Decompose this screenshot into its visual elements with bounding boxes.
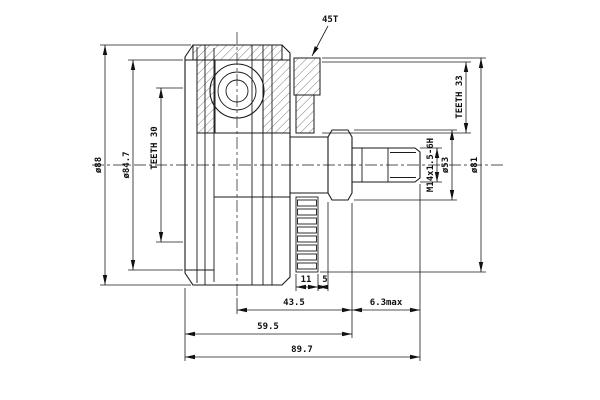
dim-dia-81-label: ø81: [470, 157, 480, 173]
stub-shaft: [290, 129, 421, 201]
abs-tooth: [297, 226, 317, 234]
dim-dia-81: ø81: [320, 57, 486, 273]
dimensions: 45T ø88 ø84.7 TEETH 30 M14x1: [94, 15, 486, 361]
dim-len-59-5-label: 59.5: [257, 322, 279, 332]
shaft-shoulder: [327, 129, 353, 201]
abs-tone-ring: [293, 57, 321, 273]
shaft-neck-lines: [290, 136, 328, 194]
dim-teeth-33: TEETH 33: [322, 61, 471, 134]
dim-thread-spec-label: M14x1.5-6H: [426, 138, 436, 192]
dim-len-6-3-max: 6.3max: [352, 184, 421, 361]
bell-outline: [184, 44, 291, 286]
bell-internal-verticals: [196, 45, 273, 285]
bell-internal-horizontals: [185, 59, 290, 271]
dim-len-6-3-max-label: 6.3max: [370, 298, 403, 308]
dim-45t-label: 45T: [322, 15, 339, 25]
abs-tooth: [297, 217, 317, 225]
dim-teeth-30: TEETH 30: [150, 87, 183, 243]
abs-tooth: [297, 235, 317, 243]
ball-track-circle-outer: [209, 63, 265, 119]
section-hatch-left-wall: [196, 59, 216, 134]
outer-race-bell: [184, 44, 291, 286]
dim-45t: 45T: [311, 15, 339, 57]
ball-track-circle-inner: [225, 79, 249, 103]
dim-dia-84-7-label: ø84.7: [122, 151, 132, 178]
abs-tooth: [297, 208, 317, 216]
dim-teeth-33-label: TEETH 33: [455, 75, 465, 118]
threaded-shaft: [352, 147, 421, 183]
abs-tooth: [297, 199, 317, 207]
dim-teeth-30-label: TEETH 30: [150, 126, 160, 169]
dim-len-43-5-label: 43.5: [283, 298, 305, 308]
dim-width-11: 11: [295, 274, 319, 291]
dim-dia-88: ø88: [94, 44, 191, 286]
dim-thread-spec: M14x1.5-6H: [420, 138, 442, 192]
abs-ring-section-upper: [293, 57, 321, 96]
thread-detail-lines: [361, 148, 416, 182]
dim-width-11-label: 11: [301, 275, 312, 285]
dim-len-89-7-label: 89.7: [291, 345, 313, 355]
abs-tooth: [297, 244, 317, 252]
dim-len-89-7: 89.7: [185, 345, 420, 360]
dim-dia-53: ø53: [354, 129, 457, 201]
abs-tooth: [297, 262, 317, 270]
section-hatch-right-wall: [262, 59, 291, 134]
dim-dia-84-7: ø84.7: [122, 59, 183, 271]
ball-track-circle-mid: [217, 71, 257, 111]
dim-len-43-5: 43.5: [236, 203, 353, 338]
abs-tooth: [297, 253, 317, 261]
abs-ring-tooth-band: [295, 196, 319, 273]
dim-dia-88-label: ø88: [94, 157, 104, 173]
dim-width-5: 5: [318, 202, 329, 291]
dim-dia-53-label: ø53: [441, 157, 451, 173]
dim-len-59-5: 59.5: [184, 288, 352, 361]
abs-ring-section-lower: [295, 94, 315, 134]
section-hatch-top: [192, 44, 283, 61]
dim-width-5-label: 5: [322, 275, 327, 285]
